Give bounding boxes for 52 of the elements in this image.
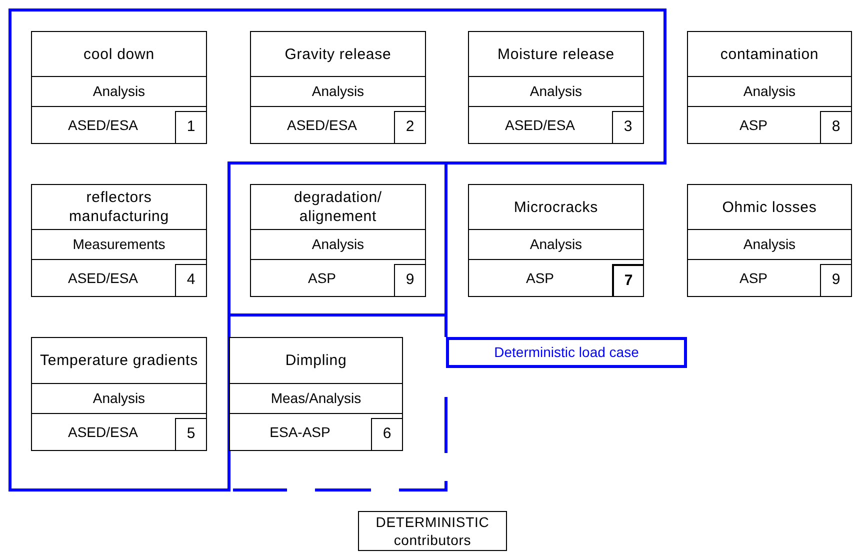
owner-label: ASP bbox=[738, 268, 768, 288]
method-label: Analysis bbox=[469, 230, 643, 260]
group-label: Deterministic load case bbox=[446, 337, 687, 368]
card-title: Ohmic losses bbox=[688, 185, 851, 230]
card-title: contamination bbox=[688, 32, 851, 77]
card-title: reflectors manufacturing bbox=[32, 185, 206, 230]
number-box: 4 bbox=[175, 264, 206, 296]
contributor-card bbox=[31, 31, 207, 144]
card-title: Dimpling bbox=[230, 338, 402, 384]
contributor-card bbox=[229, 337, 403, 451]
number-box: 3 bbox=[612, 111, 643, 143]
method-label: Analysis bbox=[688, 230, 851, 260]
method-label: Analysis bbox=[251, 230, 425, 260]
card-title: degradation/ alignement bbox=[251, 185, 425, 230]
number-box: 2 bbox=[394, 111, 425, 143]
contributor-card bbox=[468, 184, 644, 297]
summary-box: DETERMINISTIC contributors bbox=[358, 511, 507, 551]
owner-label: ASP bbox=[738, 116, 768, 134]
contributor-card bbox=[687, 31, 852, 144]
method-label: Analysis bbox=[469, 77, 643, 107]
card-title: Microcracks bbox=[469, 185, 643, 230]
owner-label: ASED/ESA bbox=[66, 422, 140, 442]
contributor-card bbox=[468, 31, 644, 144]
contributor-card bbox=[31, 184, 207, 297]
card-title: Moisture release bbox=[469, 32, 643, 77]
owner-label: ASED/ESA bbox=[66, 116, 140, 134]
contributor-card bbox=[250, 184, 426, 297]
card-title: Temperature gradients bbox=[32, 338, 206, 384]
card-title: Gravity release bbox=[251, 32, 425, 77]
owner-label: ASP bbox=[524, 268, 555, 288]
number-box: 6 bbox=[371, 418, 402, 450]
number-box: 7 bbox=[612, 264, 643, 296]
method-label: Analysis bbox=[32, 384, 206, 414]
owner-label: ESA-ASP bbox=[268, 422, 332, 442]
method-label: Meas/Analysis bbox=[230, 384, 402, 414]
owner-label: ASED/ESA bbox=[66, 268, 140, 288]
contributor-card bbox=[250, 31, 426, 144]
contributor-card bbox=[687, 184, 852, 297]
number-box: 8 bbox=[820, 111, 851, 143]
number-box: 5 bbox=[175, 418, 206, 450]
contributor-card bbox=[31, 337, 207, 451]
number-box: 9 bbox=[394, 264, 425, 296]
method-label: Analysis bbox=[32, 77, 206, 107]
method-label: Measurements bbox=[32, 230, 206, 260]
number-box: 9 bbox=[820, 264, 851, 296]
number-box: 1 bbox=[175, 111, 206, 143]
method-label: Analysis bbox=[688, 77, 851, 107]
owner-label: ASED/ESA bbox=[504, 116, 576, 134]
card-title: cool down bbox=[32, 32, 206, 77]
owner-label: ASP bbox=[306, 268, 337, 288]
method-label: Analysis bbox=[251, 77, 425, 107]
owner-label: ASED/ESA bbox=[286, 116, 358, 134]
